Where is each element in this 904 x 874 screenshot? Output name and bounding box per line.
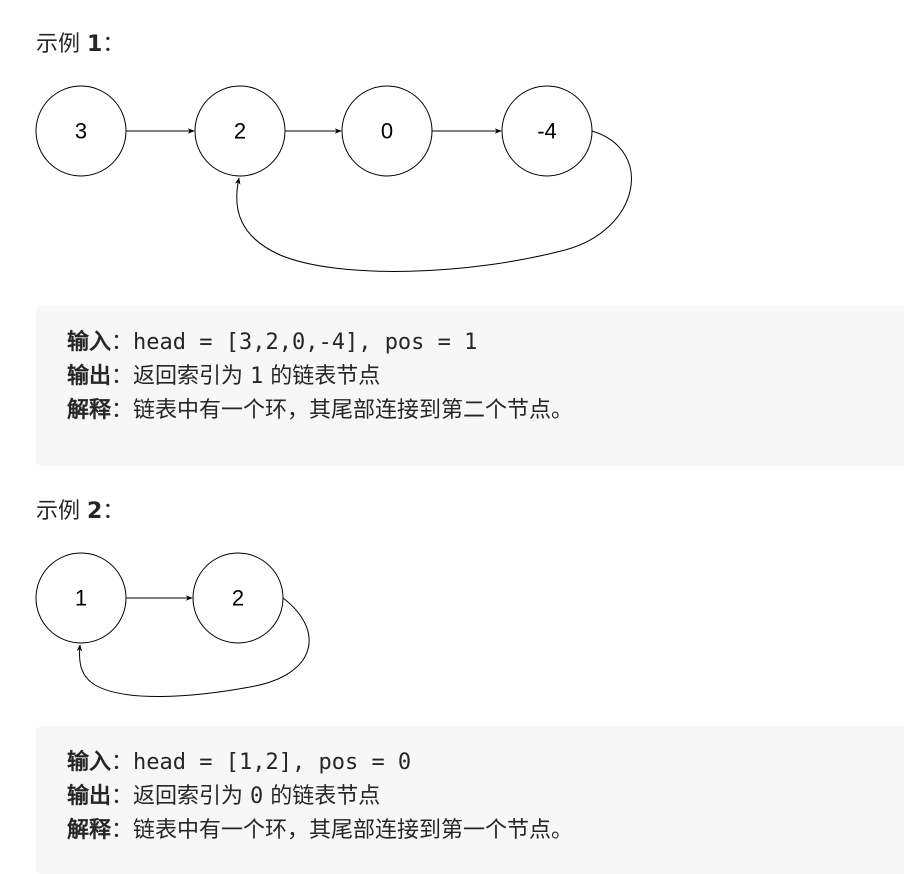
example-2-input-colon: ： [111,750,134,775]
example-2-output-index: 0 [250,784,264,809]
example-2-explain-line: 解释：链表中有一个环，其尾部连接到第一个节点。 [67,814,904,848]
example-1-output-line: 输出：返回索引为 1 的链表节点 [67,360,904,394]
example-1-edge-cycle-back [234,130,632,272]
example-2-heading: 示例 2： [36,497,124,527]
example-1-code-block: 输入：head = [3,2,0,-4], pos = 1 输出：返回索引为 1… [36,306,904,466]
example-1-explain-line: 解释：链表中有一个环，其尾部连接到第二个节点。 [67,394,904,428]
example-1-heading-number: 1 [87,32,103,57]
example-2-node-1-label: 1 [75,586,87,611]
example-1-node-2-label: 2 [234,119,246,144]
example-1-node-4-label: -4 [537,119,557,144]
example-2-explain-colon: ： [111,818,134,843]
example-1-output-index: 1 [250,364,264,389]
example-1-input-colon: ： [111,330,134,355]
example-2-output-before: 返回索引为 [133,784,251,809]
example-2-input-value: head = [1,2], pos = 0 [133,750,412,775]
example-2-heading-suffix: ： [102,499,125,524]
example-2-output-line: 输出：返回索引为 0 的链表节点 [67,780,904,814]
example-2-input-line: 输入：head = [1,2], pos = 0 [67,746,904,780]
example-1-output-before: 返回索引为 [133,364,251,389]
example-1-output-after: 的链表节点 [263,364,381,389]
example-2-explain-key: 解释 [67,818,112,843]
example-2-node-2-label: 2 [232,586,244,611]
example-1-heading: 示例 1： [36,30,124,60]
example-2-explain-value: 链表中有一个环，其尾部连接到第一个节点。 [133,818,574,843]
example-1-node-3-label: 0 [381,119,393,144]
example-2-heading-prefix: 示例 [36,499,87,524]
example-1-output-key: 输出 [67,364,112,389]
example-1-node-1-label: 3 [75,119,87,144]
example-1-input-line: 输入：head = [3,2,0,-4], pos = 1 [67,326,904,360]
example-1-explain-key: 解释 [67,398,112,423]
example-1-heading-prefix: 示例 [36,32,87,57]
example-2-output-key: 输出 [67,784,112,809]
example-1-input-key: 输入 [67,330,112,355]
example-2-output-after: 的链表节点 [263,784,381,809]
example-2-input-key: 输入 [67,750,112,775]
example-2-code-block: 输入：head = [1,2], pos = 0 输出：返回索引为 0 的链表节… [36,726,904,874]
example-1-input-value: head = [3,2,0,-4], pos = 1 [133,330,478,355]
example-2-edge-cycle-back [76,597,310,697]
example-2-linked-list-diagram: 1 2 [35,552,310,697]
example-2-heading-number: 2 [87,499,103,524]
example-1-linked-list-diagram: 3 2 0 -4 [35,85,632,272]
example-1-explain-colon: ： [111,398,134,423]
example-1-output-colon: ： [111,364,134,389]
example-1-explain-value: 链表中有一个环，其尾部连接到第二个节点。 [133,398,574,423]
example-1-heading-suffix: ： [102,32,125,57]
example-2-output-colon: ： [111,784,134,809]
